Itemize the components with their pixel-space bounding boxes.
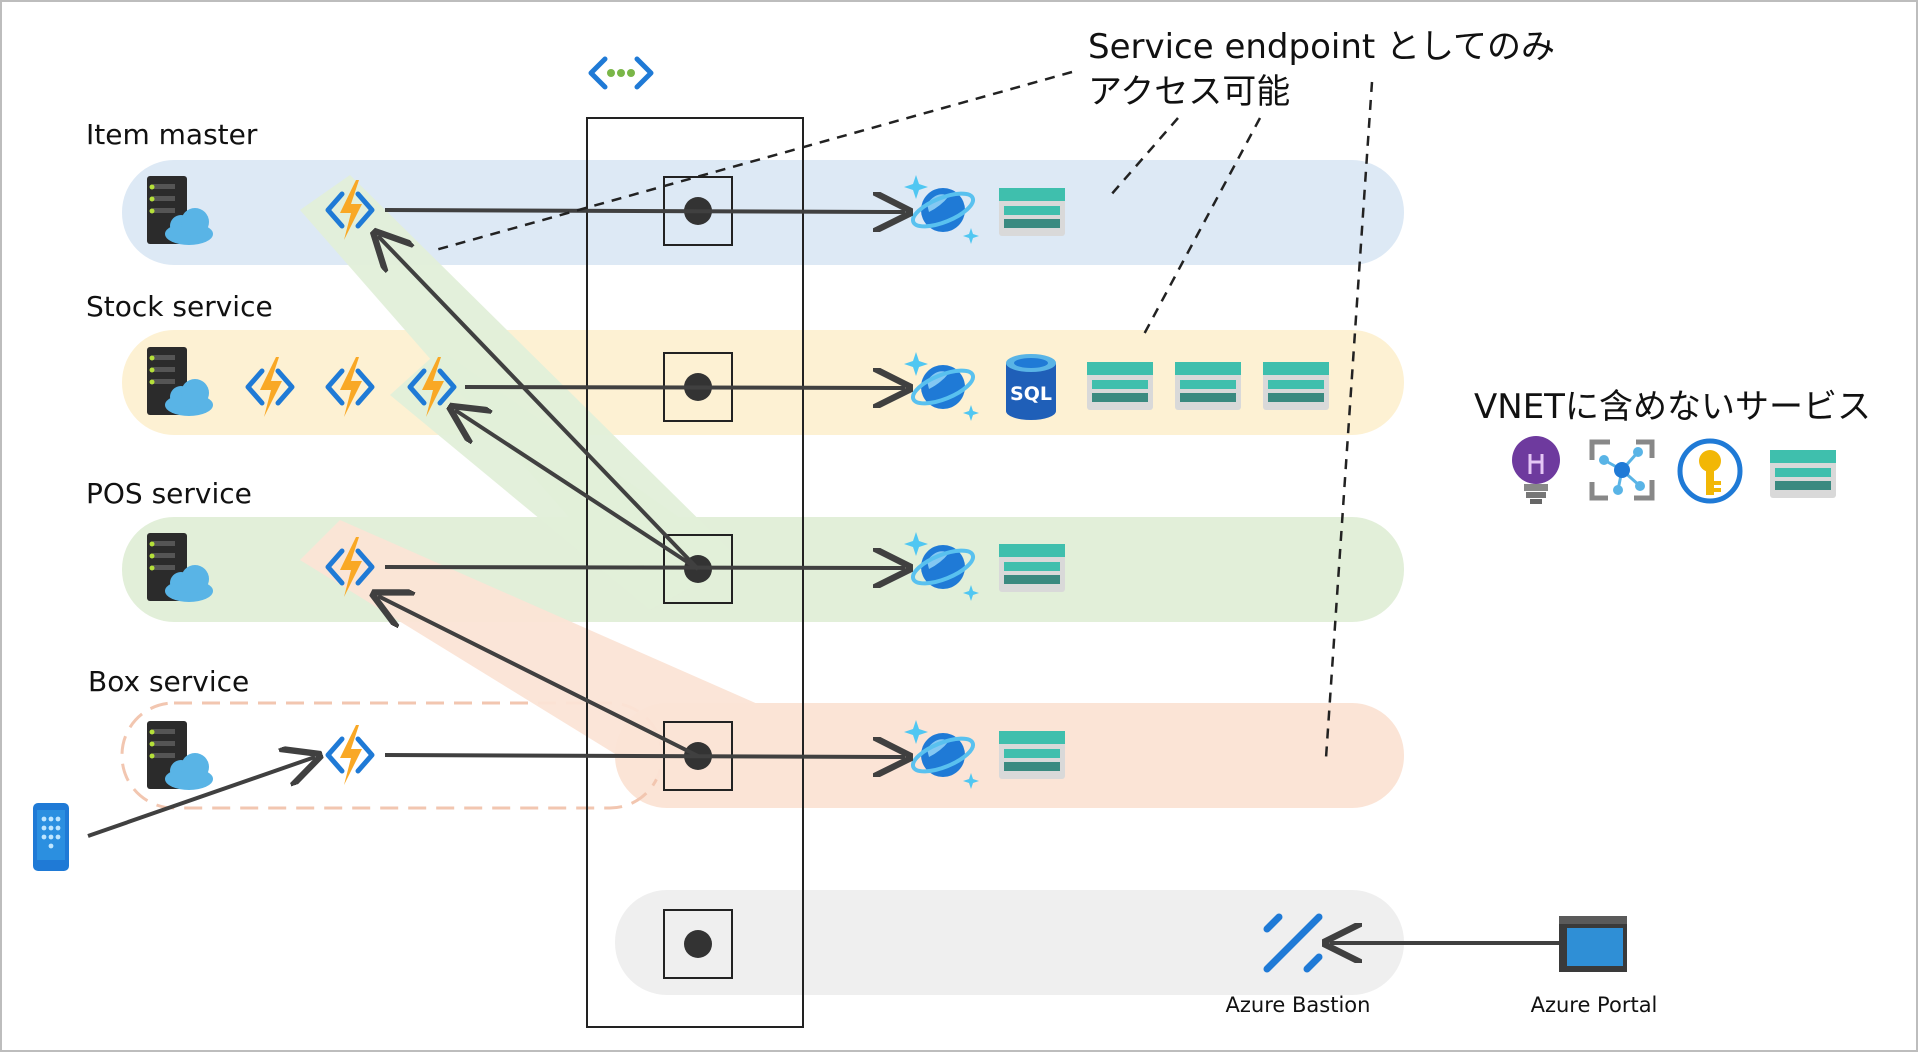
azure-portal-label: Azure Portal [1531,993,1658,1017]
arrow-pos-to-cosmos [384,567,905,568]
label-item-master: Item master [86,118,258,151]
callout-lines [431,70,1374,759]
mobile-device-icon [33,803,69,871]
storage-account-icon [1175,362,1241,410]
connection-arrows [87,210,1562,943]
azure-bastion-label: Azure Bastion [1226,993,1371,1017]
outside-vnet-title: VNETに含めないサービス [1474,387,1871,427]
management-band [615,890,1404,995]
arrow-pos-to-stock [455,410,700,571]
storage-account-icon [1263,362,1329,410]
storage-account-icon [999,188,1065,236]
arrow-stock-to-cosmos [464,387,905,388]
arrow-box-to-pos [378,596,699,758]
callout-line-1: Service endpoint としてのみ [1088,27,1555,67]
storage-account-icon [999,731,1065,779]
sql-database-icon [1006,354,1056,420]
function-app-icon [328,725,372,785]
arrow-item-master-to-cosmos [384,210,905,212]
vnet-boundary [586,117,804,1028]
arrow-box-to-cosmos [384,755,905,757]
arrow-device-to-box-function [87,757,315,838]
label-box-service: Box service [88,665,249,698]
storage-account-icon [1087,362,1153,410]
storage-account-icon [1770,450,1836,498]
event-grid-icon [1589,439,1655,501]
key-vault-icon [1677,438,1743,504]
vnet-icon [588,56,654,90]
label-pos-service: POS service [86,477,252,510]
app-service-icon [147,721,213,790]
callout-line-2: アクセス可能 [1088,72,1290,112]
label-stock-service: Stock service [86,290,273,323]
storage-account-icon [999,544,1065,592]
arrow-pos-to-item-master [378,236,700,571]
azure-portal-icon [1559,916,1627,972]
azure-bastion-icon [1263,913,1323,973]
app-insights-icon [1512,436,1560,504]
